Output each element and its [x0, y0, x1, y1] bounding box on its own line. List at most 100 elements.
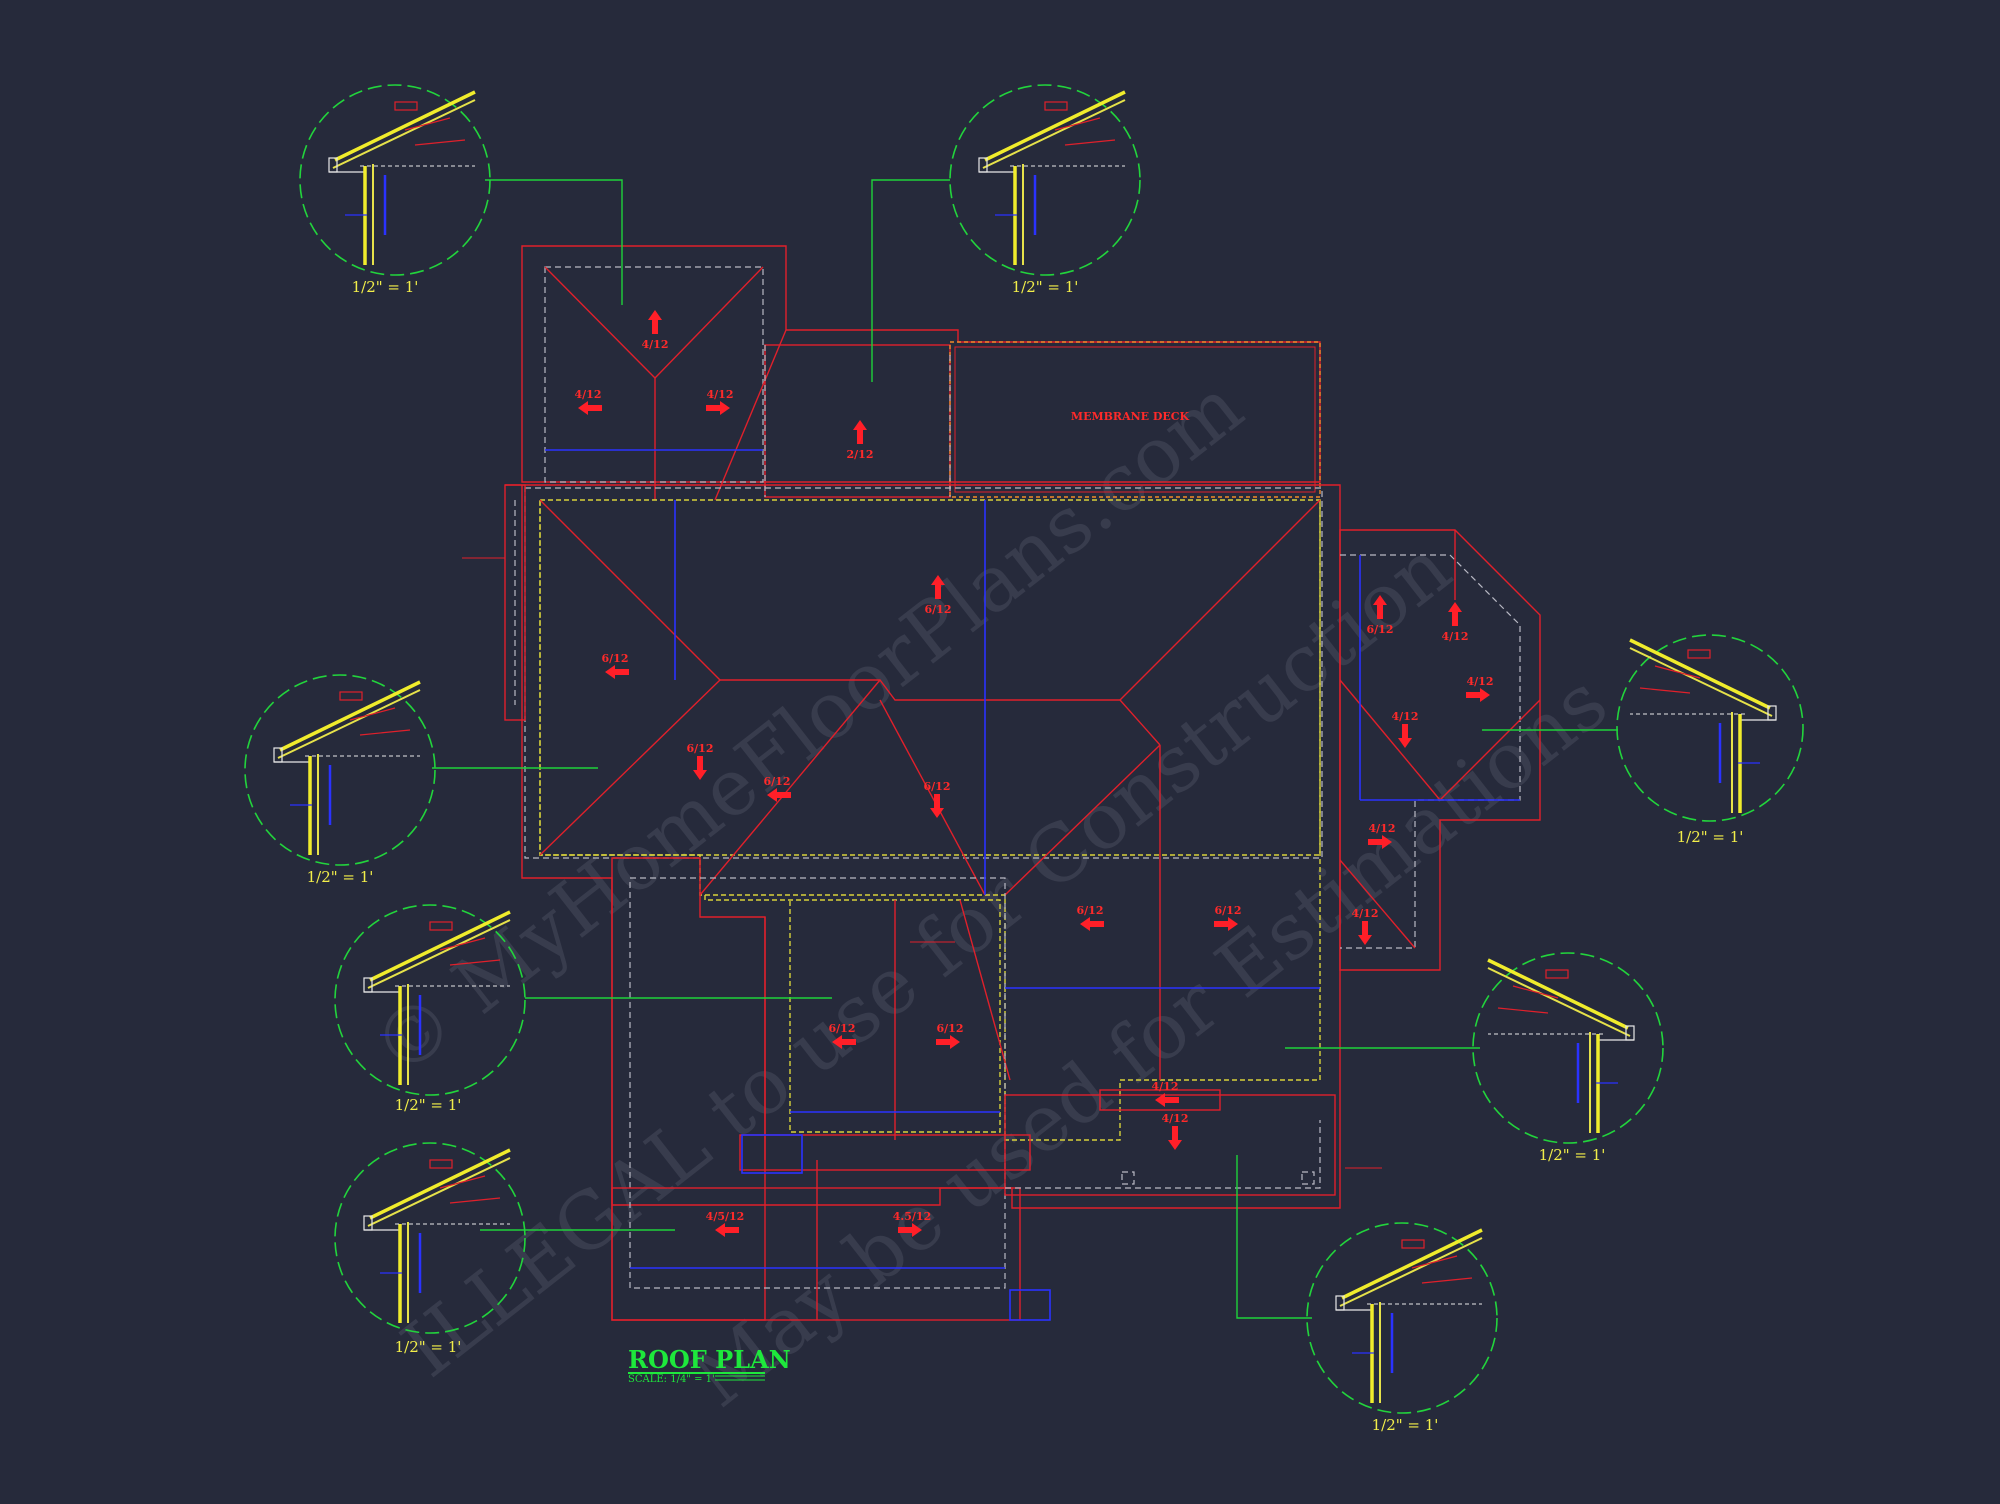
detail-circle [1616, 634, 1804, 822]
pitch-label: 6/12 [924, 780, 951, 793]
pitch-arrow [605, 665, 629, 679]
eave-section [273, 680, 421, 855]
detail-scale-label: 1/2" = 1' [1012, 278, 1079, 296]
watermark-line-1: © MyHomeFloorPlans.com [356, 362, 1259, 1095]
detail-circle [334, 904, 526, 1096]
rafter [334, 90, 476, 162]
pitch-arrow [1358, 921, 1372, 945]
pitch-mark: 6/12 [936, 1022, 963, 1049]
pitch-label: 6/12 [829, 1022, 856, 1035]
pitch-arrow [1398, 724, 1412, 748]
rafter [279, 680, 421, 752]
rafter [369, 1148, 511, 1220]
detail-scale-label: 1/2" = 1' [1539, 1146, 1606, 1164]
pitch-arrow [767, 788, 791, 802]
watermark: © MyHomeFloorPlans.com ILLEGAL to use fo… [356, 362, 1624, 1425]
roof-outline [504, 245, 1541, 1321]
pitch-arrow [1080, 917, 1104, 931]
detail-leaders [432, 179, 1618, 1319]
pitch-arrow [1448, 602, 1462, 626]
eave-section [363, 910, 511, 1085]
annotation-notes [462, 557, 1382, 1169]
pitch-arrow [931, 575, 945, 599]
pitch-arrow [930, 794, 944, 818]
pitch-label: 6/12 [687, 742, 714, 755]
pitch-label: 4/5/12 [706, 1210, 745, 1223]
pitch-label: 4/12 [1369, 822, 1396, 835]
pitch-arrow [936, 1035, 960, 1049]
pitch-arrow [715, 1223, 739, 1237]
pitch-arrow [1373, 595, 1387, 619]
detail-callout: 1/2" = 1' [1306, 1222, 1498, 1434]
detail-circle [949, 84, 1141, 276]
detail-circle [1472, 952, 1664, 1144]
detail-callout: 1/2" = 1' [244, 674, 436, 886]
pitch-mark: 4/12 [1466, 675, 1493, 702]
detail-circle [334, 1142, 526, 1334]
pitch-arrow [832, 1035, 856, 1049]
detail-callout: 1/2" = 1' [949, 84, 1141, 296]
pitch-label: 4/12 [1442, 630, 1469, 643]
scale-note: SCALE: 1/4" = 1' [628, 1374, 715, 1385]
pitch-mark: 6/12 [924, 780, 951, 818]
detail-circle [244, 674, 436, 866]
pitch-label: 6/12 [1215, 904, 1242, 917]
pitch-label: 6/12 [1077, 904, 1104, 917]
detail-circle [299, 84, 491, 276]
detail-scale-label: 1/2" = 1' [352, 278, 419, 296]
rafter [1487, 958, 1629, 1030]
detail-callouts: 1/2" = 1' 1/2" = 1' 1/2" = 1' 1/2" = 1' 1/2"… [244, 84, 1804, 1434]
detail-callout: 1/2" = 1' [334, 1142, 526, 1356]
pitch-label: 6/12 [1367, 623, 1394, 636]
detail-callout: 1/2" = 1' [1472, 952, 1664, 1164]
pitch-mark: 4/12 [575, 388, 602, 415]
eave-section [363, 1148, 511, 1323]
pitch-mark: 4/12 [1152, 1080, 1179, 1107]
detail-scale-label: 1/2" = 1' [307, 868, 374, 886]
pitch-mark: 4/12 [1368, 822, 1395, 849]
pitch-arrow [853, 420, 867, 444]
pitch-label: 4/12 [1352, 907, 1379, 920]
pitch-label: 6/12 [925, 603, 952, 616]
pitch-label: 4.5/12 [893, 1210, 931, 1223]
eave-section [328, 90, 476, 265]
eave-section [1629, 638, 1777, 813]
pitch-mark: 4/5/12 [706, 1210, 745, 1237]
pitch-arrow [1155, 1093, 1179, 1107]
pitch-label: 4/12 [575, 388, 602, 401]
pitch-mark: 6/12 [925, 575, 952, 616]
pitch-arrow [578, 401, 602, 415]
pitch-mark: 4.5/12 [893, 1210, 931, 1237]
pitch-arrow [648, 310, 662, 334]
pitch-arrow [706, 401, 730, 415]
detail-scale-label: 1/2" = 1' [1677, 828, 1744, 846]
pitch-arrow [693, 756, 707, 780]
rafter [984, 90, 1126, 162]
title-block: ROOF PLAN SCALE: 1/4" = 1' [628, 1345, 791, 1385]
pitch-mark: 4/12 [706, 388, 733, 415]
page-title: ROOF PLAN [628, 1345, 791, 1374]
pitch-label: 4/12 [1162, 1112, 1189, 1125]
detail-callout: 1/2" = 1' [1616, 634, 1804, 846]
eave-section [978, 90, 1126, 265]
pitch-mark: 6/12 [687, 742, 714, 780]
pitch-arrow [1466, 688, 1490, 702]
pitch-mark: 4/12 [1352, 907, 1379, 945]
beam-lines [545, 449, 1520, 1321]
pitch-label: 4/12 [707, 388, 734, 401]
pitch-mark: 6/12 [1077, 904, 1104, 931]
detail-circle [1306, 1222, 1498, 1414]
pitch-label: 6/12 [602, 652, 629, 665]
pitch-mark: 6/12 [764, 775, 791, 802]
pitch-mark: 4/12 [1442, 602, 1469, 643]
membrane-label: MEMBRANE DECK [1071, 410, 1190, 423]
pitch-arrow [1214, 917, 1238, 931]
pitch-label: 6/12 [937, 1022, 964, 1035]
pitch-mark: 4/12 [1392, 710, 1418, 748]
pitch-mark: 4/12 [642, 310, 668, 351]
detail-scale-label: 1/2" = 1' [395, 1096, 462, 1114]
eave-section [1487, 958, 1635, 1133]
